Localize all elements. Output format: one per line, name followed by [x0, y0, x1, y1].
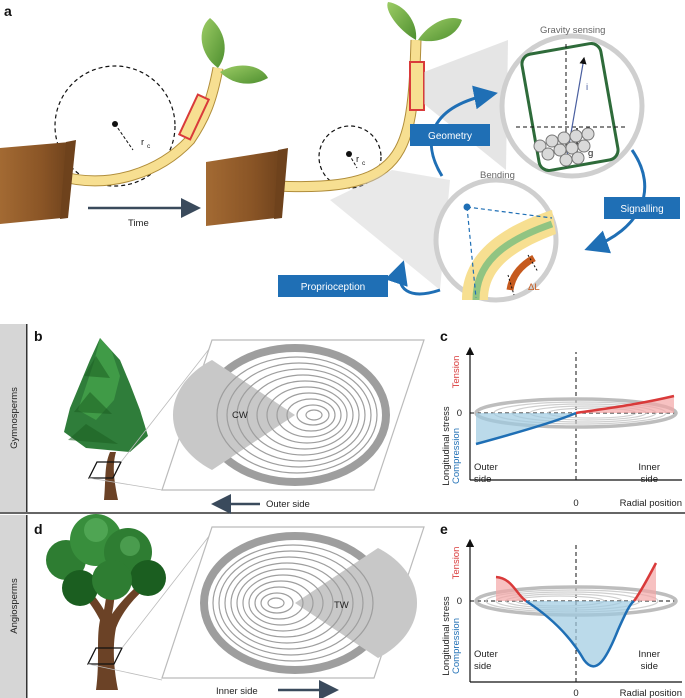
g-label: g [588, 148, 593, 159]
e-ylabel: Longitudinal stress [441, 596, 452, 675]
wood-section-d [200, 532, 418, 674]
panel-letter-b: b [34, 328, 43, 344]
bending-inset [433, 177, 559, 303]
e-compression: Compression [451, 618, 462, 674]
e-zero-x: 0 [573, 688, 578, 698]
c-compression: Compression [451, 428, 462, 484]
wood-section-b [172, 344, 390, 486]
plant-2 [206, 2, 462, 226]
section-marker-b [87, 461, 123, 479]
c-inner-2: side [641, 474, 658, 485]
c-ylabel: Longitudinal stress [441, 406, 452, 485]
time-label: Time [128, 218, 149, 229]
c-zero-y: 0 [457, 408, 462, 419]
e-tension: Tension [451, 547, 462, 580]
conifer-tree [64, 338, 148, 500]
zoom-cone-bending [330, 170, 450, 290]
c-outer-1: Outer [474, 462, 498, 473]
inner-side-label: Inner side [216, 686, 258, 697]
rc-label-1: r [141, 137, 144, 148]
curvature-circle-1 [54, 65, 176, 187]
signalling-box [604, 197, 680, 219]
bending-label: Bending [480, 170, 515, 181]
gravity-sensing-label: Gravity sensing [540, 25, 605, 36]
proprioception-label: Proprioception [301, 282, 365, 293]
e-inner-2: side [641, 661, 658, 672]
zoom-cone-gravity [424, 40, 508, 170]
panel-letter-a: a [4, 3, 12, 19]
gymnosperms-label: Gymnosperms [9, 387, 20, 449]
e-outer-1: Outer [474, 649, 498, 660]
i-label: i [586, 82, 588, 93]
chart-e [465, 538, 682, 683]
broadleaf-tree [46, 514, 166, 690]
section-marker-d [86, 647, 124, 665]
plant-1 [0, 18, 268, 224]
angiosperms-bar [0, 515, 26, 698]
panel-letter-e: e [440, 521, 448, 537]
signalling-label: Signalling [620, 204, 663, 215]
gymnosperms-bar [0, 324, 26, 512]
panel-letter-c: c [440, 328, 448, 344]
e-zero-y: 0 [457, 596, 462, 607]
c-zero-x: 0 [573, 498, 578, 509]
cw-label: CW [232, 410, 248, 421]
rc-label-2: r [356, 154, 359, 165]
panel-letter-d: d [34, 521, 43, 537]
rc-sub-2: c [362, 160, 366, 167]
geometry-box [410, 124, 490, 146]
proprioception-box [278, 275, 388, 297]
rc-sub-1: c [147, 143, 151, 150]
e-inner-1: Inner [638, 649, 660, 660]
gravity-sensing-inset [499, 33, 645, 179]
outer-side-label: Outer side [266, 499, 310, 510]
c-xlabel: Radial position [620, 498, 682, 509]
c-tension: Tension [451, 356, 462, 389]
e-xlabel: Radial position [620, 688, 682, 698]
proprioception-arrow [384, 260, 441, 296]
tw-label: TW [334, 600, 349, 611]
chart-c [465, 346, 682, 481]
c-outer-2: side [474, 474, 491, 485]
angiosperms-label: Angiosperms [9, 578, 20, 634]
c-inner-1: Inner [638, 462, 660, 473]
delta-l-label: ΔL [528, 282, 540, 293]
geometry-label: Geometry [428, 131, 472, 142]
e-outer-2: side [474, 661, 491, 672]
